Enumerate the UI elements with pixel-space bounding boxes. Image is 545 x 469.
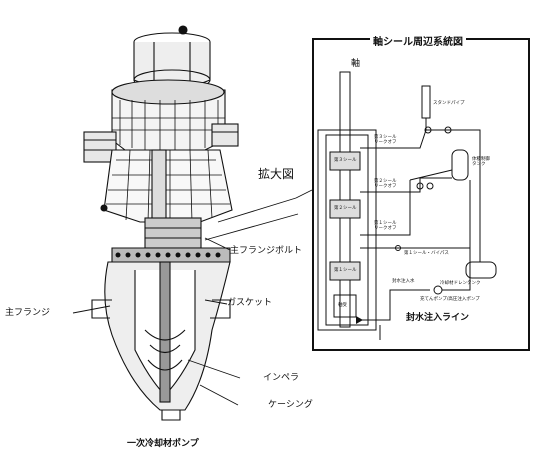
main-flange-label: 主フランジ	[5, 308, 51, 318]
seal2-leakoff-label: 第２シール リークオフ	[374, 179, 397, 189]
bearing-label: 軸受	[338, 303, 347, 308]
seal3-leakoff-label: 第３シール リークオフ	[374, 135, 397, 145]
stand-pipe-label: スタンドパイプ	[433, 101, 465, 106]
impeller-label: インペラ	[263, 373, 300, 383]
seal-schematic	[317, 71, 497, 340]
injection-arrow	[356, 316, 363, 324]
seal1-leakoff-label: 第１シール リークオフ	[374, 221, 397, 231]
main-flange-bolt-label: 主フランジボルト	[230, 246, 303, 256]
seal1-bypass-label: 第１シール・バイパス	[404, 251, 449, 256]
charging-pump-label: 充てんポンプ/高圧注入ポンプ	[420, 297, 480, 302]
pump-leader-lines	[72, 189, 313, 406]
seal-panel-title: 軸シール周辺系統図	[370, 38, 466, 48]
shaft-label: 軸	[351, 59, 361, 69]
seal1-label: 第１シール	[334, 268, 357, 273]
gasket-label: ガスケット	[227, 298, 273, 308]
pump-title: 一次冷却材ポンプ	[127, 439, 199, 449]
seal3-label: 第３シール	[334, 158, 357, 163]
injection-line-label: 封水注入ライン	[406, 313, 470, 323]
seal-water-injection-label: 封水注入水	[392, 279, 415, 284]
pump-illustration	[83, 25, 239, 421]
drain-tank-label: 冷却材ドレンタンク	[440, 281, 481, 286]
casing-label: ケーシング	[268, 400, 313, 410]
vct-label: 体積制御 タンク	[472, 157, 490, 167]
seal2-label: 第２シール	[334, 206, 357, 211]
zoom-label: 拡大図	[258, 167, 295, 181]
